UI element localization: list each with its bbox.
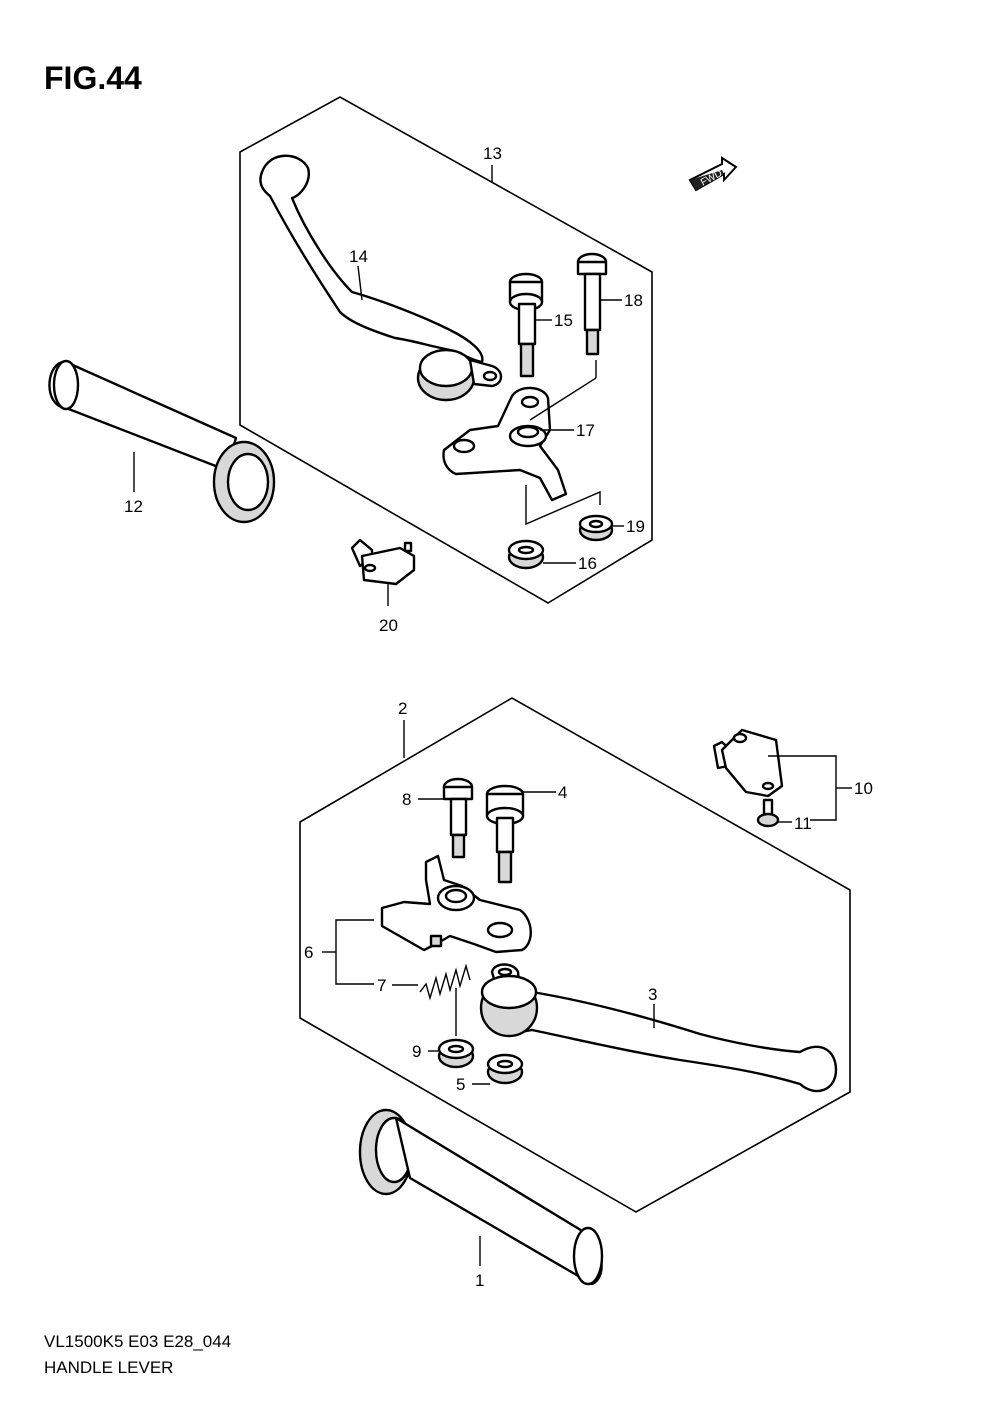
- callout-20: 20: [379, 616, 398, 635]
- callout-13: 13: [483, 144, 502, 163]
- part-pivot-bolt-4: [485, 784, 525, 884]
- figure-title: FIG.44: [44, 60, 142, 96]
- part-bracket-17: [442, 386, 568, 502]
- part-grip-1: [358, 1108, 604, 1286]
- callout-17: 17: [576, 421, 595, 440]
- fwd-arrow-icon: FWD: [688, 156, 738, 192]
- callout-4: 4: [558, 783, 567, 802]
- callout-3: 3: [648, 985, 657, 1004]
- callout-6: 6: [304, 943, 313, 962]
- callout-15: 15: [554, 311, 573, 330]
- part-grip-12: [48, 359, 276, 524]
- callout-19: 19: [626, 517, 645, 536]
- part-bracket-6: [380, 854, 532, 954]
- part-spring-7: [419, 963, 471, 1001]
- callout-14: 14: [349, 247, 368, 266]
- assembly-2-outline: [299, 697, 851, 1213]
- assembly-13-outline: [239, 96, 653, 604]
- callout-1: 1: [475, 1271, 484, 1290]
- model-code: VL1500K5 E03 E28_044: [44, 1332, 232, 1351]
- part-switch-20: [350, 538, 416, 586]
- part-nut-9: [437, 1038, 475, 1069]
- callout-5: 5: [456, 1075, 465, 1094]
- part-screw-11: [756, 798, 780, 828]
- part-screw-8: [442, 777, 474, 859]
- part-nut-5: [486, 1053, 524, 1085]
- callout-18: 18: [624, 291, 643, 310]
- fwd-label: FWD: [699, 168, 724, 188]
- part-screw-18: [576, 252, 608, 356]
- callout-2: 2: [398, 699, 407, 718]
- part-brake-lever: [259, 154, 503, 402]
- callout-9: 9: [412, 1042, 421, 1061]
- part-clutch-lever-3: [479, 963, 838, 1093]
- callout-8: 8: [402, 790, 411, 809]
- callout-11: 11: [794, 814, 812, 833]
- part-nut-16: [507, 539, 545, 570]
- callout-10: 10: [854, 779, 873, 798]
- part-switch-10: [712, 728, 784, 798]
- part-pivot-bolt-15: [508, 272, 544, 378]
- diagram-name: HANDLE LEVER: [44, 1358, 174, 1377]
- callout-7: 7: [377, 976, 386, 995]
- callout-12: 12: [124, 497, 143, 516]
- part-nut-19: [578, 514, 614, 542]
- callout-16: 16: [578, 554, 597, 573]
